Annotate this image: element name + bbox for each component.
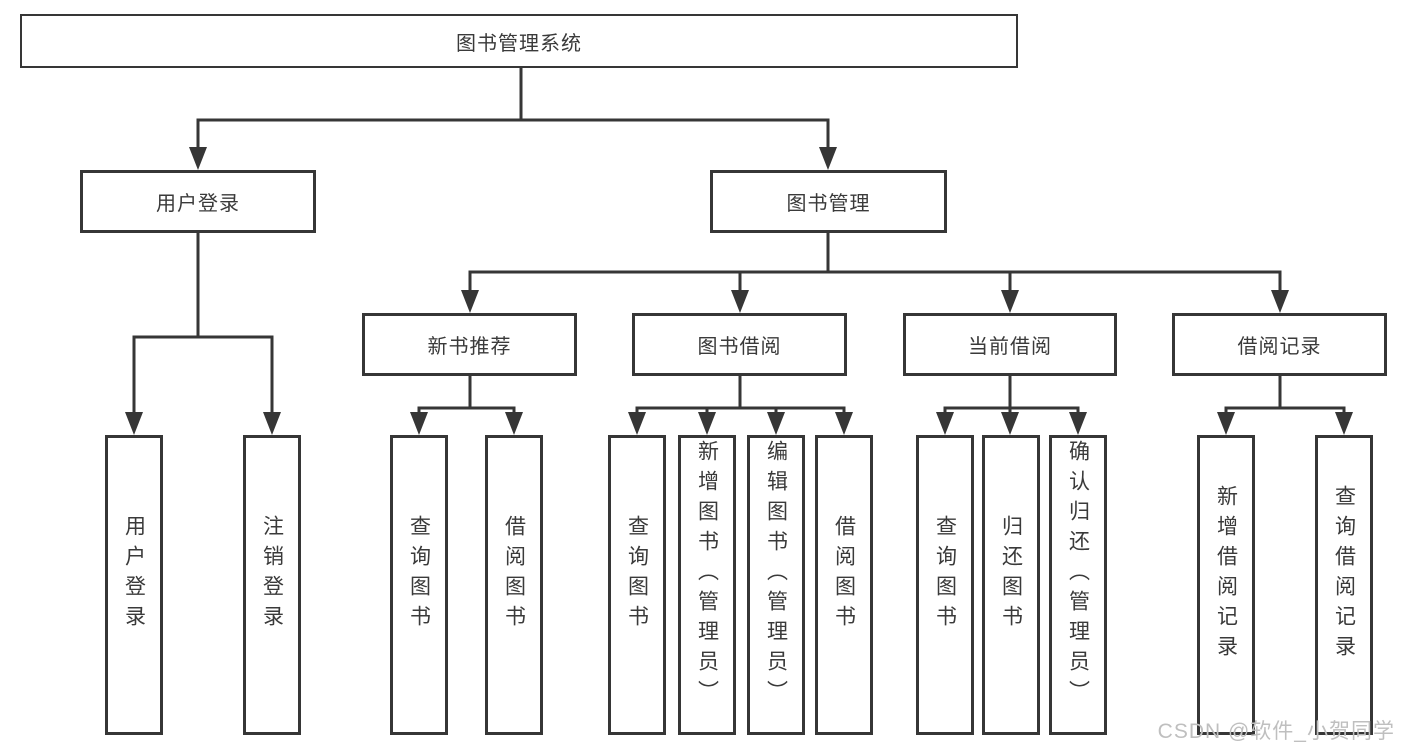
node-user-login: 用户登录 <box>80 170 316 233</box>
node-root-label: 图书管理系统 <box>456 32 582 55</box>
leaf-borrow-books-borrowing: 借阅图书 <box>815 435 873 735</box>
leaf-logout: 注销登录 <box>243 435 301 735</box>
leaf-query-borrow-record-label: 查询借阅记录 <box>1332 485 1356 665</box>
leaf-query-books-recommend: 查询图书 <box>390 435 448 735</box>
leaf-add-books-admin-label: 新增图书（管理员） <box>695 440 719 710</box>
leaf-return-books-label: 归还图书 <box>999 515 1023 635</box>
node-book-borrowing: 图书借阅 <box>632 313 847 376</box>
leaf-logout-label: 注销登录 <box>260 515 284 635</box>
leaf-query-books-current: 查询图书 <box>916 435 974 735</box>
node-current-borrowing: 当前借阅 <box>903 313 1117 376</box>
connector-arrowheads <box>125 147 1353 435</box>
leaf-query-books-borrowing: 查询图书 <box>608 435 666 735</box>
leaf-user-login-label: 用户登录 <box>122 515 146 635</box>
connector-lines <box>132 68 1346 416</box>
node-book-management-label: 图书管理 <box>786 193 871 215</box>
node-book-management: 图书管理 <box>710 170 947 233</box>
leaf-query-books-borrowing-label: 查询图书 <box>625 515 649 635</box>
node-root: 图书管理系统 <box>20 14 1018 68</box>
node-book-borrowing-label: 图书借阅 <box>697 336 782 358</box>
node-new-book-recommend-label: 新书推荐 <box>427 336 512 358</box>
leaf-query-borrow-record: 查询借阅记录 <box>1315 435 1373 735</box>
node-borrow-records: 借阅记录 <box>1172 313 1387 376</box>
leaf-edit-books-admin-label: 编辑图书（管理员） <box>764 440 788 710</box>
node-new-book-recommend: 新书推荐 <box>362 313 577 376</box>
leaf-add-borrow-record: 新增借阅记录 <box>1197 435 1255 735</box>
node-user-login-label: 用户登录 <box>156 193 240 215</box>
leaf-user-login: 用户登录 <box>105 435 163 735</box>
leaf-query-books-current-label: 查询图书 <box>933 515 957 635</box>
node-current-borrowing-label: 当前借阅 <box>968 336 1052 358</box>
leaf-return-books: 归还图书 <box>982 435 1040 735</box>
leaf-borrow-books-recommend-label: 借阅图书 <box>502 515 526 635</box>
leaf-add-borrow-record-label: 新增借阅记录 <box>1214 485 1238 665</box>
leaf-confirm-return-admin-label: 确认归还（管理员） <box>1066 440 1090 710</box>
leaf-add-books-admin: 新增图书（管理员） <box>678 435 736 735</box>
leaf-edit-books-admin: 编辑图书（管理员） <box>747 435 805 735</box>
watermark: CSDN @软件_小贺同学 <box>1157 720 1395 743</box>
leaf-borrow-books-recommend: 借阅图书 <box>485 435 543 735</box>
leaf-confirm-return-admin: 确认归还（管理员） <box>1049 435 1107 735</box>
leaf-query-books-recommend-label: 查询图书 <box>407 515 431 635</box>
leaf-borrow-books-borrowing-label: 借阅图书 <box>832 515 856 635</box>
node-borrow-records-label: 借阅记录 <box>1237 336 1322 358</box>
